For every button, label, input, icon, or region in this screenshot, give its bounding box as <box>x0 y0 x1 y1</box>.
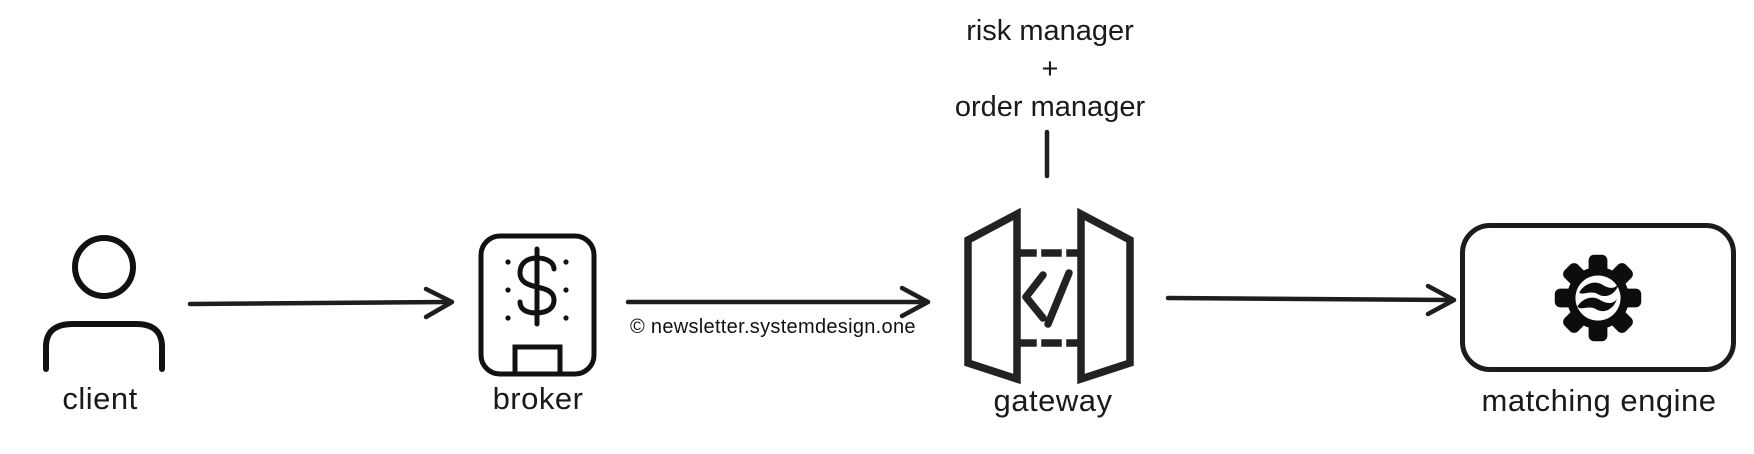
dollar-glyph <box>517 246 557 327</box>
watermark-text: © newsletter.systemdesign.one <box>630 316 916 338</box>
arrow-gateway-to-matching-engine <box>1165 283 1457 317</box>
gear-waves-icon <box>1554 254 1642 341</box>
code-glyph <box>1022 269 1073 328</box>
gateway-doors-icon <box>964 207 1134 385</box>
node-label-gateway: gateway <box>993 383 1113 418</box>
annotation-line-3: order manager <box>954 91 1146 123</box>
node-matching-engine <box>1460 223 1736 372</box>
window-dots <box>505 259 569 321</box>
arrow-client-to-broker <box>187 286 455 320</box>
gateway-annotation: risk manager + order manager <box>895 12 1205 126</box>
node-label-broker: broker <box>492 381 584 416</box>
annotation-line-2: + <box>1041 53 1059 85</box>
node-label-client: client <box>62 381 138 416</box>
bank-dollar-icon <box>478 233 597 377</box>
annotation-line-1: risk manager <box>966 15 1134 47</box>
arrow-broker-to-gateway <box>625 285 931 319</box>
person-icon <box>43 235 165 372</box>
node-label-matching-engine: matching engine <box>1481 383 1717 418</box>
